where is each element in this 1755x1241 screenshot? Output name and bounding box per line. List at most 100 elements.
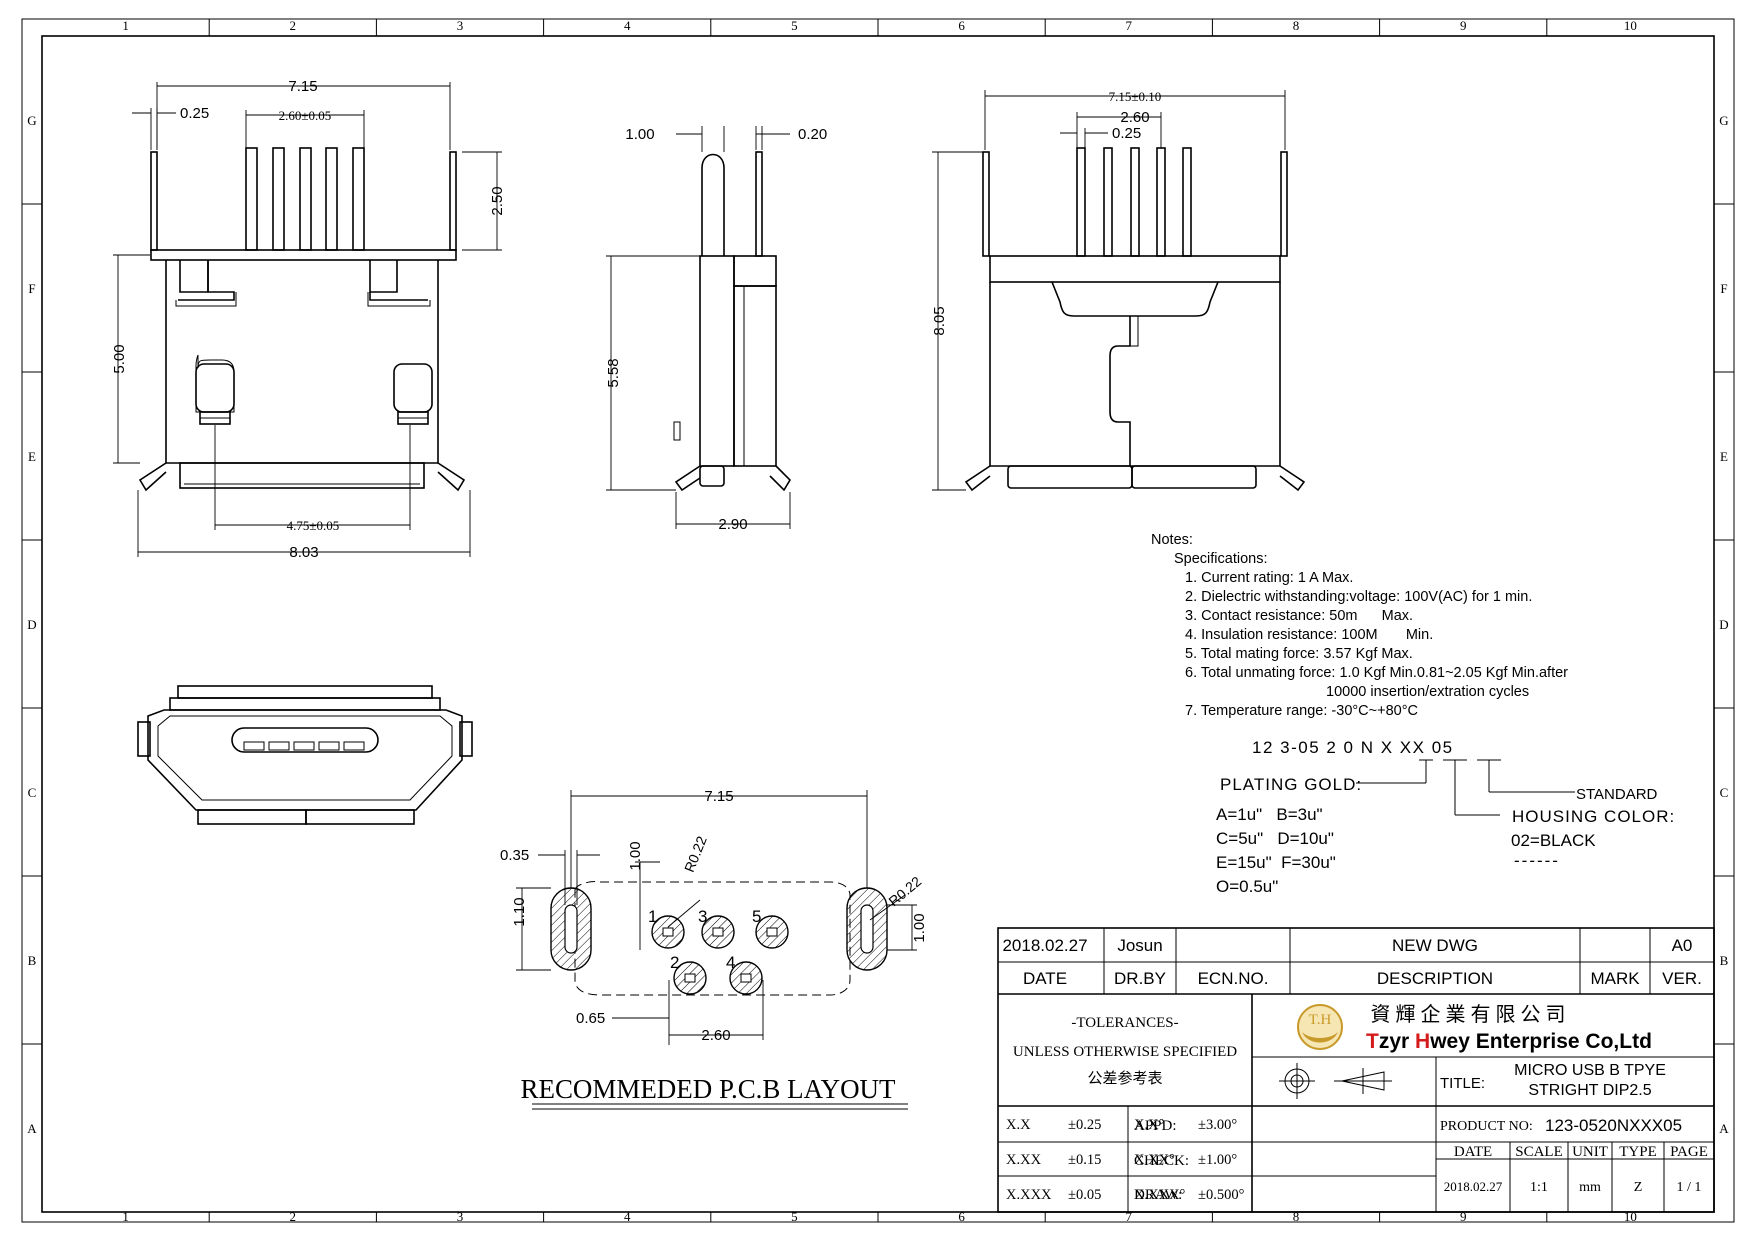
notes-heading: Notes: xyxy=(1151,532,1193,548)
zone-col-label: 9 xyxy=(1460,18,1467,33)
zone-col-label: 6 xyxy=(958,1209,965,1224)
tolerance-cell: X.X° xyxy=(1134,1117,1165,1133)
dim-pcb-pitch: 2.60 xyxy=(701,1027,730,1044)
company-name: Tzyr Hwey Enterprise Co,Ltd xyxy=(1366,1030,1652,1053)
tb-drawn-by: Josun xyxy=(1117,936,1162,955)
receptacle-pin xyxy=(343,741,365,751)
pcb-pin-number: 4 xyxy=(726,953,735,972)
tolerance-line: UNLESS OTHERWISE SPECIFIED xyxy=(1013,1044,1237,1060)
zone-col-label: 5 xyxy=(791,1209,798,1224)
zone-row-label: A xyxy=(27,1121,37,1136)
company-cn: 資 輝 企 業 有 限 公 司 xyxy=(1371,1003,1566,1026)
tb-hdr-desc: DESCRIPTION xyxy=(1377,969,1493,988)
val-type: Z xyxy=(1634,1180,1643,1195)
zone-col-label: 4 xyxy=(624,1209,631,1224)
zone-col-label: 7 xyxy=(1126,1209,1133,1224)
pcb-pin-number: 2 xyxy=(670,953,679,972)
tb-date: 2018.02.27 xyxy=(1002,936,1087,955)
zone-row-label: B xyxy=(1720,953,1729,968)
val-date: 2018.02.27 xyxy=(1444,1179,1503,1194)
receptacle-pins xyxy=(243,741,365,751)
zone-row-label: C xyxy=(28,785,37,800)
tolerance-cell: ±0.15 xyxy=(1068,1152,1101,1168)
title-line-1: MICRO USB B TPYE xyxy=(1514,1062,1666,1079)
title-line-2: STRIGHT DIP2.5 xyxy=(1528,1082,1651,1099)
logo-mark: T.H xyxy=(1309,1012,1332,1028)
check-label: CHECK: xyxy=(1134,1153,1189,1169)
plating-option: C=5u" D=10u" xyxy=(1216,829,1334,848)
dim-pcb-slot-height: 1.10 xyxy=(511,897,528,926)
zone-row-label: C xyxy=(1720,785,1729,800)
tb-hdr-ecn: ECN.NO. xyxy=(1198,969,1269,988)
tb-hdr-mark: MARK xyxy=(1590,969,1640,988)
third-angle-projection-icon xyxy=(1279,1063,1392,1099)
back-dimensions xyxy=(932,90,1286,491)
tolerance-cell: ±0.25 xyxy=(1068,1117,1101,1133)
dim-pcb-b: 1.00 xyxy=(911,913,928,942)
dim-back-pitch: 2.60 xyxy=(1120,109,1149,126)
note-item: 2. Dielectric withstanding:voltage: 100V… xyxy=(1185,589,1532,605)
hdr-type: TYPE xyxy=(1619,1144,1657,1160)
zone-row-label: E xyxy=(28,449,36,464)
zone-col-label: 4 xyxy=(624,18,631,33)
pcb-pin-number: 1 xyxy=(648,907,657,926)
dim-side-width: 2.90 xyxy=(718,516,747,533)
tolerance-cell: ±0.500° xyxy=(1198,1187,1245,1203)
title-label: TITLE: xyxy=(1440,1075,1485,1092)
zone-col-label: 2 xyxy=(290,18,297,33)
note-item: 3. Contact resistance: 50m Max. xyxy=(1185,608,1413,624)
zone-col-label: 3 xyxy=(457,18,464,33)
appd-label: APPD: xyxy=(1134,1118,1177,1134)
tb-revision-desc: NEW DWG xyxy=(1392,936,1478,955)
zone-col-label: 2 xyxy=(290,1209,297,1224)
plating-option: E=15u" F=30u" xyxy=(1216,853,1336,872)
dim-front-total-width: 8.03 xyxy=(289,544,318,561)
tolerance-cell: X.X xyxy=(1006,1117,1031,1133)
dim-side-height: 5.58 xyxy=(605,358,622,387)
receptacle-pin xyxy=(268,741,290,751)
zone-col-label: 10 xyxy=(1624,18,1637,33)
note-item: 4. Insulation resistance: 100M Min. xyxy=(1185,627,1433,643)
zone-row-label: A xyxy=(1719,1121,1729,1136)
product-no-label: PRODUCT NO: xyxy=(1440,1119,1533,1134)
zone-row-label: G xyxy=(27,113,36,128)
plating-options: A=1u" B=3u"C=5u" D=10u"E=15u" F=30u"O=0.… xyxy=(1216,805,1336,896)
side-view xyxy=(673,151,792,492)
tb-version: A0 xyxy=(1672,936,1693,955)
dim-back-height: 8.05 xyxy=(931,306,948,335)
spec-heading: Specifications: xyxy=(1174,551,1268,567)
zone-row-label: E xyxy=(1720,449,1728,464)
tolerance-cell: ±0.05 xyxy=(1068,1187,1101,1203)
back-view xyxy=(964,147,1306,492)
dim-front-pin-pitch: 2.60±0.05 xyxy=(279,108,332,123)
tolerance-cell: X.XXX xyxy=(1006,1187,1052,1203)
dim-pcb-r2: R0.22 xyxy=(885,873,924,909)
zone-col-label: 1 xyxy=(122,18,129,33)
zone-row-label: F xyxy=(28,281,35,296)
dim-pcb-slot-width: 0.35 xyxy=(500,847,529,864)
dim-front-pin-height: 2.50 xyxy=(489,186,506,215)
zone-col-label: 5 xyxy=(791,18,798,33)
receptacle-view xyxy=(137,685,473,825)
plating-option: A=1u" B=3u" xyxy=(1216,805,1323,824)
tolerance-cell: ±3.00° xyxy=(1198,1117,1237,1133)
housing-label: HOUSING COLOR: xyxy=(1512,807,1675,826)
zone-row-label: D xyxy=(27,617,36,632)
zone-col-label: 9 xyxy=(1460,1209,1467,1224)
tolerance-cell: X.XX° xyxy=(1134,1152,1175,1168)
tolerance-cell: ±1.00° xyxy=(1198,1152,1237,1168)
dim-pcb-c: 0.65 xyxy=(576,1010,605,1027)
tb-hdr-date: DATE xyxy=(1023,969,1067,988)
draw-label: DRAW: xyxy=(1134,1187,1182,1203)
note-item: 7. Temperature range: -30°C~+80°C xyxy=(1185,703,1418,719)
part-code: 12 3-05 2 0 N X XX 05 xyxy=(1252,738,1454,757)
company-logo: T.H xyxy=(1297,1004,1343,1050)
val-scale: 1:1 xyxy=(1530,1180,1548,1195)
title-block-grid xyxy=(997,927,1715,1213)
receptacle-pin xyxy=(318,741,340,751)
note-item: 10000 insertion/extration cycles xyxy=(1185,684,1529,700)
zone-row-label: B xyxy=(28,953,37,968)
hdr-date2: DATE xyxy=(1454,1144,1492,1160)
val-page: 1 / 1 xyxy=(1677,1180,1702,1195)
